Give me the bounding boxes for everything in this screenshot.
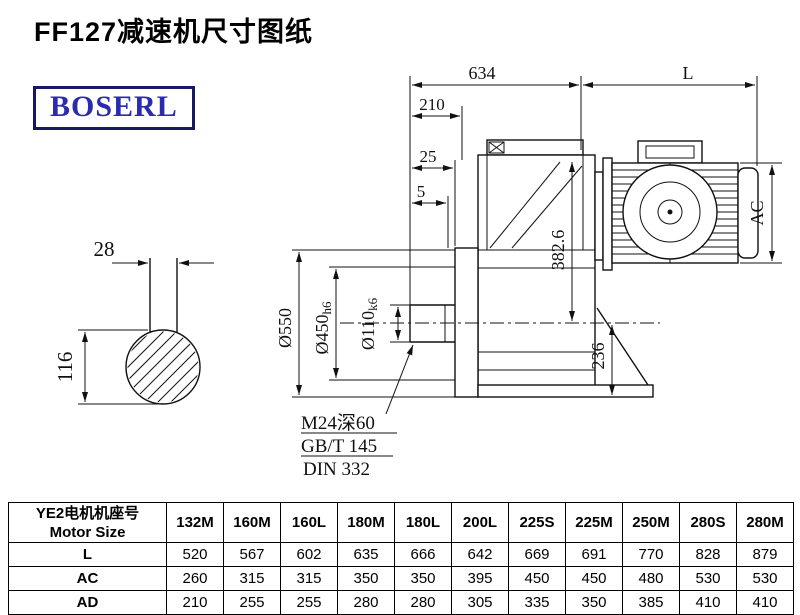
dim-25: 25 bbox=[420, 147, 437, 166]
dimensions: 634 L 210 25 5 Ø550 Ø450h6 Ø110k6 382.6 … bbox=[275, 63, 782, 398]
cell-AD-9: 410 bbox=[679, 590, 737, 615]
table-row-AC: AC 260 315 315 350 350 395 450 450 480 5… bbox=[8, 566, 794, 591]
cell-AD-0: 210 bbox=[166, 590, 224, 615]
cell-AC-3: 350 bbox=[337, 566, 395, 591]
col-header-0: 132M bbox=[166, 502, 224, 543]
col-header-5: 200L bbox=[451, 502, 509, 543]
cell-AC-6: 450 bbox=[508, 566, 566, 591]
header-motor-size-en: Motor Size bbox=[49, 523, 126, 541]
dim-116: 116 bbox=[53, 352, 77, 383]
col-header-10: 280M bbox=[736, 502, 794, 543]
technical-drawing: 28 116 bbox=[53, 63, 782, 480]
cell-AD-5: 305 bbox=[451, 590, 509, 615]
cell-AD-3: 280 bbox=[337, 590, 395, 615]
cell-AC-1: 315 bbox=[223, 566, 281, 591]
dim-382: 382.6 bbox=[548, 230, 568, 271]
note-tap: M24深60 bbox=[301, 412, 375, 434]
cell-AD-2: 255 bbox=[280, 590, 338, 615]
cell-AD-7: 350 bbox=[565, 590, 623, 615]
dim-634: 634 bbox=[469, 63, 496, 83]
cell-L-7: 691 bbox=[565, 542, 623, 567]
cell-AC-8: 480 bbox=[622, 566, 680, 591]
cell-L-4: 666 bbox=[394, 542, 452, 567]
cell-AD-1: 255 bbox=[223, 590, 281, 615]
motor bbox=[594, 140, 759, 271]
cell-L-1: 567 bbox=[223, 542, 281, 567]
cell-L-2: 602 bbox=[280, 542, 338, 567]
cell-L-9: 828 bbox=[679, 542, 737, 567]
shaft-section-view: 28 116 bbox=[53, 237, 214, 405]
dim-flange-od: Ø550 bbox=[275, 308, 295, 348]
cell-L-6: 669 bbox=[508, 542, 566, 567]
row-label-AC: AC bbox=[8, 566, 167, 591]
col-header-3: 180M bbox=[337, 502, 395, 543]
cell-AC-5: 395 bbox=[451, 566, 509, 591]
header-motor-size-cn: YE2电机机座号 bbox=[35, 504, 140, 522]
cell-AD-10: 410 bbox=[736, 590, 794, 615]
cell-AC-0: 260 bbox=[166, 566, 224, 591]
cell-AC-9: 530 bbox=[679, 566, 737, 591]
cell-L-8: 770 bbox=[622, 542, 680, 567]
logo-boserl: BOSERL bbox=[33, 86, 195, 130]
dim-L: L bbox=[683, 63, 694, 83]
cell-L-0: 520 bbox=[166, 542, 224, 567]
note-din: DIN 332 bbox=[303, 459, 370, 480]
dim-shaft-d: Ø110k6 bbox=[358, 297, 380, 350]
cell-AD-6: 335 bbox=[508, 590, 566, 615]
cell-L-5: 642 bbox=[451, 542, 509, 567]
col-header-8: 250M bbox=[622, 502, 680, 543]
cell-AC-7: 450 bbox=[565, 566, 623, 591]
cell-L-10: 879 bbox=[736, 542, 794, 567]
dim-210: 210 bbox=[419, 95, 445, 114]
dim-AC: AC bbox=[747, 200, 767, 225]
gearbox-housing bbox=[340, 139, 660, 398]
dim-236: 236 bbox=[588, 343, 608, 370]
col-header-4: 180L bbox=[394, 502, 452, 543]
cell-AC-4: 350 bbox=[394, 566, 452, 591]
dim-spigot: Ø450h6 bbox=[312, 301, 334, 355]
col-header-7: 225M bbox=[565, 502, 623, 543]
section-hatching bbox=[127, 331, 199, 403]
dim-28: 28 bbox=[94, 237, 115, 261]
page-title: FF127减速机尺寸图纸 bbox=[34, 17, 314, 47]
table-header-row: YE2电机机座号 Motor Size 132M 160M 160L 180M … bbox=[8, 502, 794, 543]
col-header-1: 160M bbox=[223, 502, 281, 543]
cell-AD-8: 385 bbox=[622, 590, 680, 615]
cell-AC-10: 530 bbox=[736, 566, 794, 591]
header-motor-size: YE2电机机座号 Motor Size bbox=[8, 502, 167, 543]
note-gbt: GB/T 145 bbox=[301, 436, 377, 457]
cell-AC-2: 315 bbox=[280, 566, 338, 591]
notes: M24深60 GB/T 145 DIN 332 bbox=[301, 344, 414, 480]
col-header-2: 160L bbox=[280, 502, 338, 543]
row-label-AD: AD bbox=[8, 590, 167, 615]
col-header-6: 225S bbox=[508, 502, 566, 543]
col-header-9: 280S bbox=[679, 502, 737, 543]
table-row-L: L 520 567 602 635 666 642 669 691 770 82… bbox=[8, 542, 794, 567]
cell-AD-4: 280 bbox=[394, 590, 452, 615]
dim-5: 5 bbox=[417, 182, 426, 201]
motor-size-table: YE2电机机座号 Motor Size 132M 160M 160L 180M … bbox=[8, 502, 794, 615]
cell-L-3: 635 bbox=[337, 542, 395, 567]
table-row-AD: AD 210 255 255 280 280 305 335 350 385 4… bbox=[8, 590, 794, 615]
row-label-L: L bbox=[8, 542, 167, 567]
